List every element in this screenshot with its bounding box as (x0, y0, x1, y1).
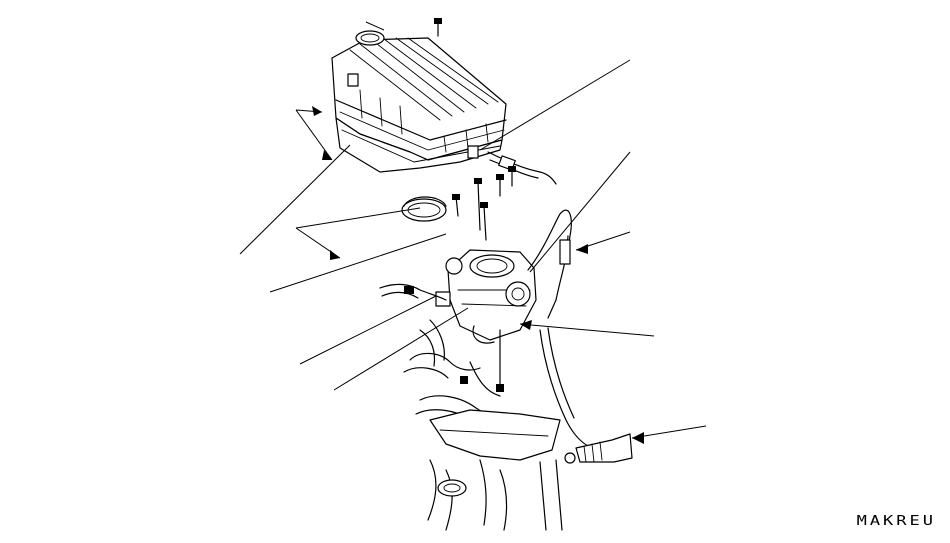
intake-seal-ring (401, 196, 447, 222)
mounting-bolts (452, 166, 516, 241)
throttle-cable (527, 209, 633, 464)
throttle-body (435, 249, 537, 344)
air-cleaner-housing (331, 18, 507, 173)
breather-hose (487, 151, 557, 185)
intake-manifold (403, 319, 563, 531)
figure-code: MAKREU (856, 513, 936, 529)
callout-leaders (239, 21, 707, 444)
hose-left (379, 283, 447, 301)
